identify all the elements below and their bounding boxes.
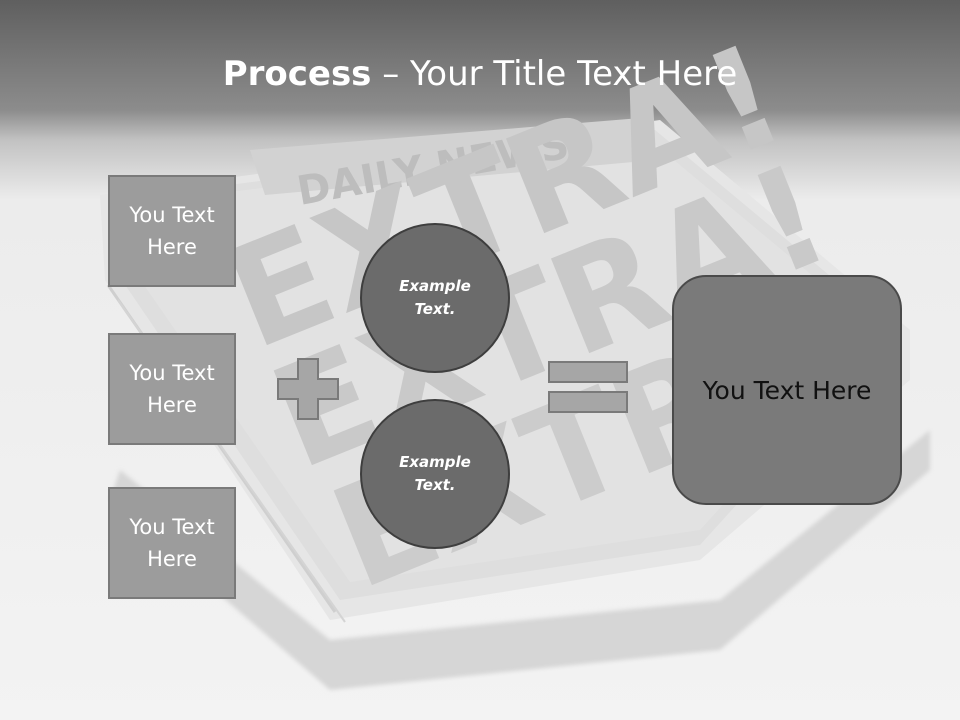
example-circle-2[interactable]: Example Text.: [360, 399, 510, 549]
text-box-label: You Text Here: [129, 203, 215, 259]
equals-icon: [548, 361, 628, 413]
circle-label: Example Text.: [399, 453, 471, 494]
plus-icon: [277, 358, 339, 420]
text-box-label: You Text Here: [129, 361, 215, 417]
result-label: You Text Here: [702, 375, 872, 405]
text-box-label: You Text Here: [129, 515, 215, 571]
result-box[interactable]: You Text Here: [672, 275, 902, 505]
title-bold: Process: [222, 54, 372, 94]
title-rest: – Your Title Text Here: [371, 54, 738, 94]
circle-label: Example Text.: [399, 277, 471, 318]
text-box-2[interactable]: You Text Here: [108, 333, 236, 445]
slide-title: Process – Your Title Text Here: [0, 52, 960, 96]
text-box-1[interactable]: You Text Here: [108, 175, 236, 287]
example-circle-1[interactable]: Example Text.: [360, 223, 510, 373]
text-box-3[interactable]: You Text Here: [108, 487, 236, 599]
